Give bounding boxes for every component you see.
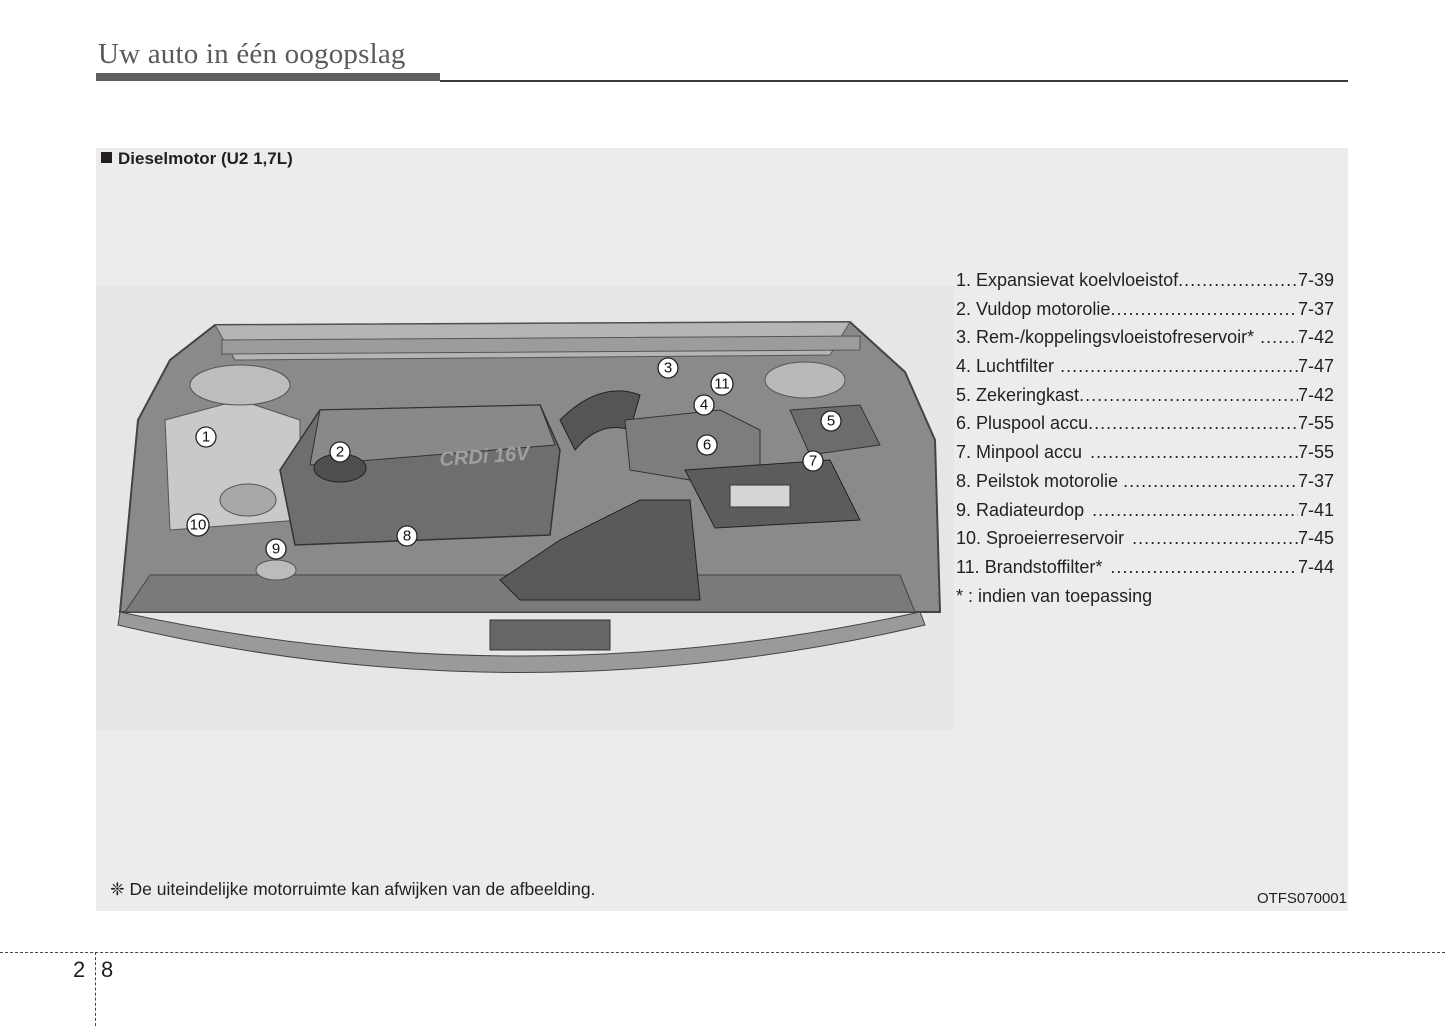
page-number-divider xyxy=(95,952,96,1026)
component-legend: 1. Expansievat koelvloeistof 7-39 2. Vuld… xyxy=(956,266,1334,610)
legend-label: 3. Rem-/koppelingsvloeistofreservoir* xyxy=(956,327,1255,348)
svg-text:3: 3 xyxy=(664,360,672,377)
legend-item: 8. Peilstok motorolie 7-37 xyxy=(956,467,1334,496)
legend-item: 6. Pluspool accu 7-55 xyxy=(956,409,1334,438)
legend-item: 11. Brandstoffilter* 7-44 xyxy=(956,553,1334,582)
page-number: 8 xyxy=(101,957,114,982)
leader-dots xyxy=(1079,381,1298,410)
header-rule xyxy=(440,80,1348,82)
chapter-number: 2 xyxy=(73,957,86,982)
legend-page: 7-44 xyxy=(1297,556,1334,577)
callout-4: 4 xyxy=(693,394,715,416)
callout-10: 10 xyxy=(186,513,210,537)
legend-label: 2. Vuldop motorolie xyxy=(956,298,1111,319)
svg-text:4: 4 xyxy=(700,397,708,414)
svg-text:6: 6 xyxy=(703,437,711,454)
legend-item: 3. Rem-/koppelingsvloeistofreservoir* 7-4… xyxy=(956,323,1334,352)
legend-label: 8. Peilstok motorolie xyxy=(956,470,1119,491)
callout-11: 11 xyxy=(710,372,734,396)
legend-label: 10. Sproeierreservoir xyxy=(956,528,1125,549)
leader-dots xyxy=(1123,467,1298,496)
engine-illustration: CRDi 16V 1 2 3 4 5 6 7 8 9 10 11 xyxy=(96,286,954,730)
leader-dots xyxy=(1092,496,1298,525)
legend-label: 4. Luchtfilter xyxy=(956,356,1055,377)
legend-label: 7. Minpool accu xyxy=(956,442,1083,463)
leader-dots xyxy=(1088,409,1298,438)
square-bullet-icon xyxy=(101,152,112,163)
legend-page: 7-45 xyxy=(1297,528,1334,549)
footnote-text: * : indien van toepassing xyxy=(956,585,1153,606)
legend-item: 4. Luchtfilter 7-47 xyxy=(956,352,1334,381)
svg-text:9: 9 xyxy=(272,541,280,558)
legend-page: 7-42 xyxy=(1297,327,1334,348)
engine-bay-drawing: CRDi 16V 1 2 3 4 5 6 7 8 9 10 11 xyxy=(117,320,942,673)
legend-label: 11. Brandstoffilter* xyxy=(956,556,1103,577)
svg-text:5: 5 xyxy=(827,413,835,430)
legend-label: 5. Zekeringkast xyxy=(956,384,1080,405)
legend-item: 10. Sproeierreservoir 7-45 xyxy=(956,524,1334,553)
section-title: Dieselmotor (U2 1,7L) xyxy=(101,149,293,169)
legend-page: 7-42 xyxy=(1297,384,1334,405)
svg-text:2: 2 xyxy=(336,444,344,461)
legend-item: 2. Vuldop motorolie 7-37 xyxy=(956,295,1334,324)
leader-dots xyxy=(1178,266,1298,295)
legend-item: 1. Expansievat koelvloeistof 7-39 xyxy=(956,266,1334,295)
svg-text:10: 10 xyxy=(190,517,207,534)
page-cut-line xyxy=(0,952,1445,953)
callout-6: 6 xyxy=(696,434,718,456)
disclaimer-note: ❈ De uiteindelijke motorruimte kan afwij… xyxy=(110,879,596,899)
legend-item: 7. Minpool accu 7-55 xyxy=(956,438,1334,467)
svg-text:1: 1 xyxy=(202,429,210,446)
legend-page: 7-39 xyxy=(1297,270,1334,290)
svg-text:11: 11 xyxy=(714,376,730,393)
footnote-asterisk: * : indien van toepassing xyxy=(956,582,1334,611)
legend-label: 9. Radiateurdop xyxy=(956,499,1085,520)
figure-code: OTFS070001 xyxy=(1256,890,1347,907)
callout-3: 3 xyxy=(657,357,679,379)
callout-9: 9 xyxy=(265,538,287,560)
legend-item: 9. Radiateurdop 7-41 xyxy=(956,496,1334,525)
header-bar xyxy=(96,73,440,81)
page-title: Uw auto in één oogopslag xyxy=(98,38,406,70)
leader-dots xyxy=(1090,438,1298,467)
legend-item: 5. Zekeringkast 7-42 xyxy=(956,381,1334,410)
leader-dots xyxy=(1060,352,1298,381)
callout-7: 7 xyxy=(802,450,824,472)
legend-label: 1. Expansievat koelvloeistof xyxy=(956,270,1179,290)
legend-page: 7-41 xyxy=(1297,499,1334,520)
leader-dots xyxy=(1260,323,1298,352)
callouts: 1 2 3 4 5 6 7 8 9 10 11 xyxy=(186,357,842,560)
svg-text:8: 8 xyxy=(403,528,411,545)
legend-page: 7-37 xyxy=(1297,470,1334,491)
legend-label: 6. Pluspool accu xyxy=(956,413,1089,434)
callout-1: 1 xyxy=(195,426,217,448)
leader-dots xyxy=(1110,295,1298,324)
callout-5: 5 xyxy=(820,410,842,432)
legend-page: 7-37 xyxy=(1297,298,1334,319)
legend-page: 7-55 xyxy=(1297,413,1334,434)
svg-text:7: 7 xyxy=(809,453,817,470)
callout-8: 8 xyxy=(396,525,418,547)
legend-page: 7-55 xyxy=(1297,442,1334,463)
leader-dots xyxy=(1132,524,1298,553)
section-title-text: Dieselmotor (U2 1,7L) xyxy=(118,149,293,168)
callout-2: 2 xyxy=(329,441,351,463)
leader-dots xyxy=(1110,553,1298,582)
legend-page: 7-47 xyxy=(1297,356,1334,377)
